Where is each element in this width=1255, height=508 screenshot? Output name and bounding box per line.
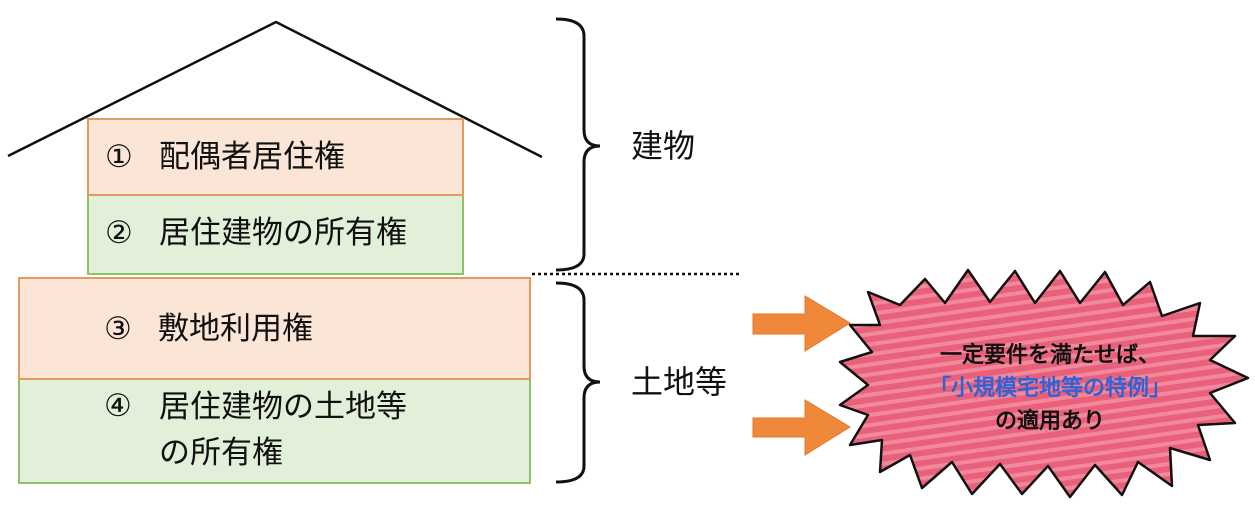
callout-line1: 一定要件を満たせば、: [939, 343, 1160, 368]
brace-building: [555, 17, 601, 272]
callout-line2: 「小規模宅地等の特例」: [928, 376, 1171, 401]
item-number: ②: [105, 215, 133, 251]
item-label: 居住建物の所有権: [159, 215, 407, 251]
item-label-line2: の所有権: [159, 435, 283, 471]
item-number: ①: [105, 139, 133, 175]
site-use-right-box: ③ 敷地利用権: [18, 277, 531, 380]
group-label-land: 土地等: [631, 363, 728, 401]
building-ownership-box: ② 居住建物の所有権: [87, 196, 464, 275]
group-label-building: 建物: [631, 127, 696, 165]
land-ownership-box: ④ 居住建物の土地等 の所有権: [18, 380, 531, 484]
spouse-residence-right-box: ① 配偶者居住権: [87, 118, 464, 196]
item-number: ④: [104, 388, 132, 424]
brace-land: [555, 281, 601, 484]
right-arrow-icon: [752, 295, 851, 352]
roof-outline: [7, 20, 543, 159]
item-number: ③: [104, 311, 132, 347]
callout-line3: の適用あり: [994, 409, 1105, 434]
right-arrow-icon: [752, 399, 851, 456]
item-label: 敷地利用権: [158, 311, 313, 347]
item-label: 配偶者居住権: [159, 139, 345, 175]
starburst-shape: [838, 268, 1250, 499]
item-label: 居住建物の土地等 の所有権: [159, 384, 407, 476]
item-label-line1: 居住建物の土地等: [159, 389, 407, 425]
